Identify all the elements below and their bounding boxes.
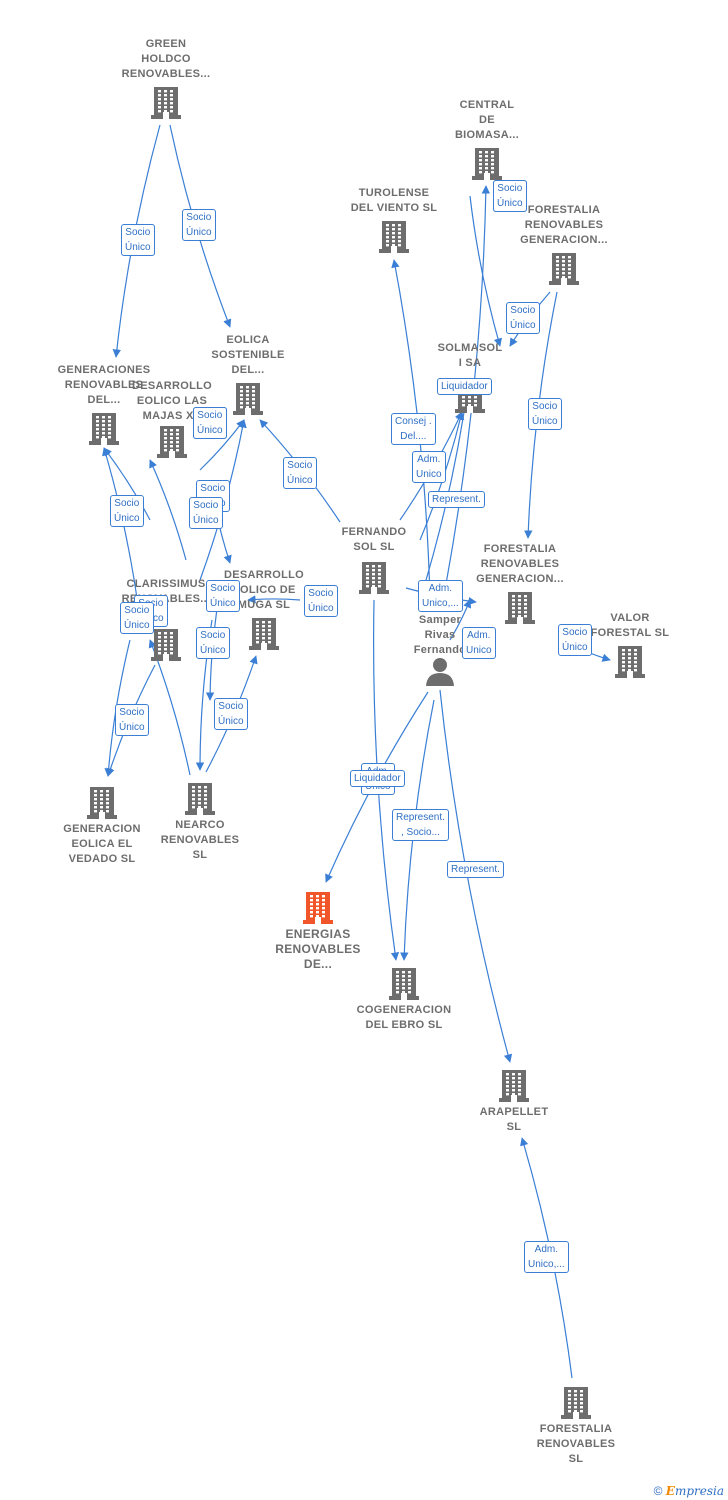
node-label: FORESTALIA RENOVABLES SL [536,1423,616,1465]
edge-label[interactable]: Adm. Unico,... [524,1241,569,1273]
node-label: GREEN HOLDCO RENOVABLES... [121,38,211,80]
edge-label[interactable]: Adm. Unico,... [418,580,463,612]
node-generaciones[interactable]: GENERACIONES RENOVABLES DEL... [44,363,164,408]
building-icon[interactable] [549,251,579,290]
node-valor[interactable]: VALOR FORESTAL SL [570,611,690,641]
building-icon[interactable] [151,627,181,666]
node-gen_vedado[interactable]: GENERACION EOLICA EL VEDADO SL [42,822,162,867]
node-forestalia_gen2[interactable]: FORESTALIA RENOVABLES GENERACION... [460,542,580,587]
node-label: EOLICA SOSTENIBLE DEL... [211,334,285,376]
building-icon[interactable] [359,560,389,599]
edge-label[interactable]: Socio Único [528,398,562,430]
edge-label[interactable]: Socio Único [110,495,144,527]
node-label: GENERACIONES RENOVABLES DEL... [57,364,151,406]
node-fernando_sol[interactable]: FERNANDO SOL SL [314,525,434,555]
building-icon[interactable] [87,785,117,824]
node-label: ENERGIAS RENOVABLES DE... [275,927,361,971]
edge-label[interactable]: Socio Único [283,457,317,489]
building-icon[interactable] [472,146,502,185]
edge-line [247,595,301,604]
node-label: ARAPELLET SL [479,1106,549,1133]
edge-line [469,195,502,347]
edge-label[interactable]: Represent. [428,491,485,508]
person-icon[interactable] [425,656,455,691]
edge-label[interactable]: Socio Único [182,209,216,241]
edge-label[interactable]: Adm. Unico [462,627,496,659]
node-label: SOLMASOL I SA [437,342,503,369]
edge-label[interactable]: Socio Único [304,585,338,617]
building-icon[interactable] [379,219,409,258]
node-samper[interactable]: Samper Rivas Fernando [380,613,500,658]
node-forestalia_gen1[interactable]: FORESTALIA RENOVABLES GENERACION... [504,203,624,248]
node-cogeneracion[interactable]: COGENERACION DEL EBRO SL [344,1003,464,1033]
node-label: DESARROLLO EOLICO LAS MAJAS XX [132,380,212,422]
node-label: FERNANDO SOL SL [341,526,407,553]
edge-label[interactable]: Represent. , Socio... [392,809,449,841]
edge-label[interactable]: Represent. [447,861,504,878]
node-label: GENERACION EOLICA EL VEDADO SL [63,823,141,865]
brand-logo: Empresia [665,1484,724,1498]
node-arapellet[interactable]: ARAPELLET SL [454,1105,574,1135]
edge-label[interactable]: Socio Único [196,627,230,659]
edge-label[interactable]: Adm. Unico [412,451,446,483]
node-central[interactable]: CENTRAL DE BIOMASA... [427,98,547,143]
edge-label[interactable]: Liquidador [437,378,492,395]
node-label: CENTRAL DE BIOMASA... [454,99,520,141]
building-icon[interactable] [615,644,645,683]
edge-label[interactable]: Socio Único [206,580,240,612]
footer-brand[interactable]: © Empresia [654,1484,724,1498]
node-label: VALOR FORESTAL SL [590,612,670,639]
node-turolense[interactable]: TUROLENSE DEL VIENTO SL [334,186,454,216]
node-label: Samper Rivas Fernando [413,614,467,656]
node-des_muga[interactable]: DESARROLLO EOLICO DE MUGA SL [204,568,324,613]
building-icon[interactable] [249,616,279,655]
node-label: FORESTALIA RENOVABLES GENERACION... [520,204,608,246]
edge-label[interactable]: Socio Único [121,224,155,256]
node-nearco[interactable]: NEARCO RENOVABLES SL [140,818,260,863]
building-icon[interactable] [499,1068,529,1107]
edge-label[interactable]: Socio Único [214,698,248,730]
building-icon[interactable] [303,890,333,929]
edge-label[interactable]: Liquidador [350,770,405,787]
node-label: DESARROLLO EOLICO DE MUGA SL [224,569,304,611]
edge-label[interactable]: Socio Único [193,407,227,439]
node-eolica_sost[interactable]: EOLICA SOSTENIBLE DEL... [188,333,308,378]
node-solmasol[interactable]: SOLMASOL I SA [410,341,530,371]
node-label: FORESTALIA RENOVABLES GENERACION... [476,543,564,585]
building-icon[interactable] [389,966,419,1005]
building-icon[interactable] [151,85,181,124]
edge-label[interactable]: Socio Único [189,497,223,529]
edge-label[interactable]: Socio Único [120,602,154,634]
building-icon[interactable] [233,381,263,420]
building-icon[interactable] [157,424,187,463]
building-icon[interactable] [89,411,119,450]
node-green[interactable]: GREEN HOLDCO RENOVABLES... [106,37,226,82]
node-energias[interactable]: ENERGIAS RENOVABLES DE... [258,927,378,972]
edge-label[interactable]: Socio Único [115,704,149,736]
node-label: TUROLENSE DEL VIENTO SL [350,187,438,214]
edge-line [449,599,472,641]
edge-label[interactable]: Socio Único [506,302,540,334]
node-forestalia_sl[interactable]: FORESTALIA RENOVABLES SL [516,1422,636,1467]
edge-label[interactable]: Socio Único [558,624,592,656]
building-icon[interactable] [505,590,535,629]
edge-label[interactable]: Consej . Del.... [391,413,436,445]
building-icon[interactable] [561,1385,591,1424]
copyright-symbol: © [653,1484,663,1498]
edge-line [149,459,187,561]
node-des_majas[interactable]: DESARROLLO EOLICO LAS MAJAS XX [112,379,232,424]
node-label: NEARCO RENOVABLES SL [160,819,240,861]
edge-label[interactable]: Socio Único [493,180,527,212]
node-label: COGENERACION DEL EBRO SL [356,1004,452,1031]
building-icon[interactable] [185,781,215,820]
